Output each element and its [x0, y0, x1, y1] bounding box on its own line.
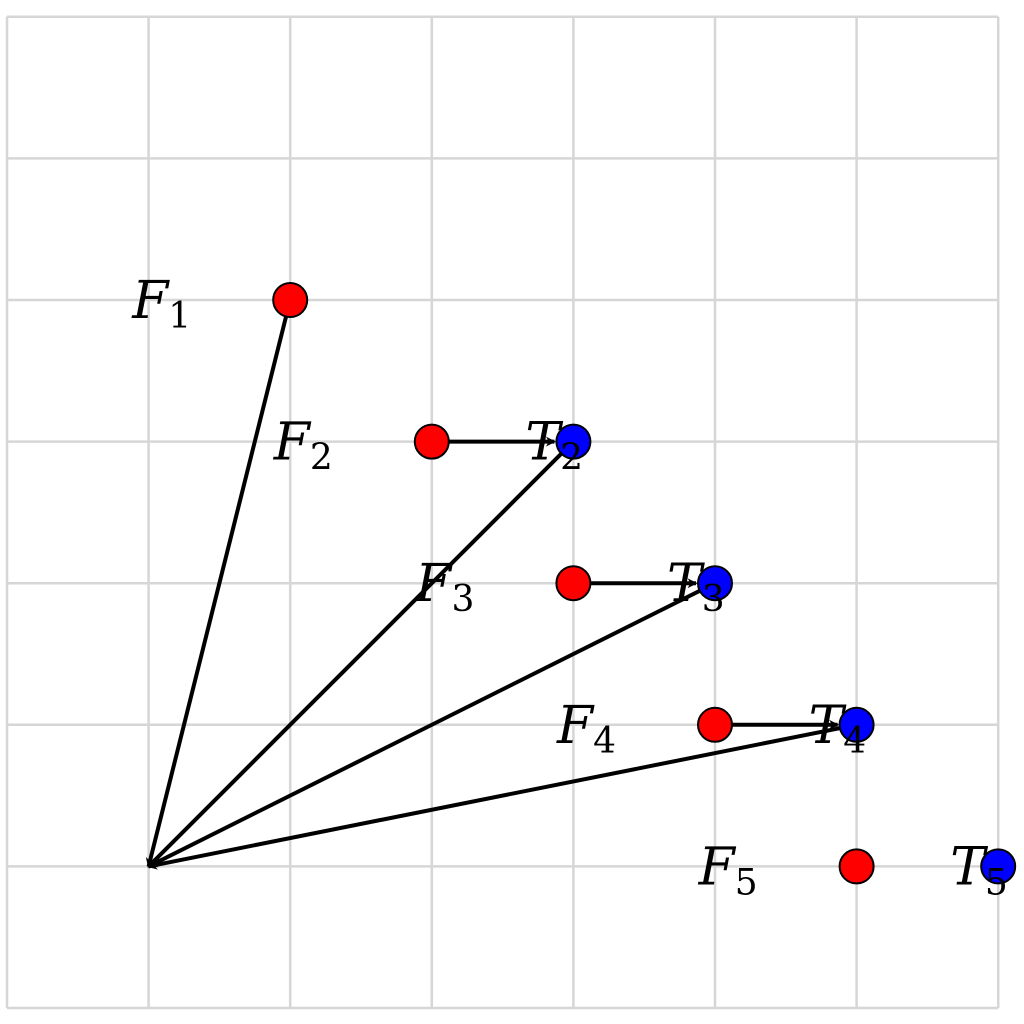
node-f3	[555, 565, 592, 602]
node-f2	[413, 423, 450, 460]
label-t2: T2	[525, 413, 583, 479]
label-f3: F3	[414, 554, 474, 620]
label-f5: F5	[698, 837, 758, 903]
label-f2: F2	[273, 413, 333, 479]
nodes	[272, 282, 1017, 885]
label-f4: F4	[556, 696, 616, 762]
node-f1	[272, 282, 309, 318]
label-subscript: 2	[560, 438, 583, 479]
label-letter: F	[131, 271, 170, 331]
node-t4	[838, 706, 875, 743]
label-subscript: 4	[593, 721, 616, 762]
label-subscript: 4	[843, 721, 866, 762]
label-letter: T	[809, 696, 847, 756]
arrow-t3-to-origin	[147, 581, 716, 869]
node-t5	[980, 848, 1017, 885]
label-letter: F	[698, 837, 737, 897]
arrows	[145, 299, 857, 870]
label-subscript: 3	[702, 579, 725, 620]
label-t5: T5	[950, 837, 1008, 903]
node-f4	[697, 706, 733, 743]
label-letter: F	[556, 696, 595, 756]
label-letter: T	[667, 554, 705, 614]
label-subscript: 5	[985, 862, 1008, 903]
label-letter: T	[950, 837, 988, 897]
label-letter: T	[525, 413, 563, 473]
node-t2	[555, 423, 592, 460]
arrow-t4-to-origin	[147, 722, 857, 870]
label-subscript: 2	[310, 438, 333, 479]
label-subscript: 3	[451, 579, 474, 620]
label-f1: F1	[131, 271, 191, 337]
label-t4: T4	[809, 696, 867, 762]
label-letter: F	[414, 554, 453, 614]
node-t3	[697, 565, 733, 602]
label-t3: T3	[667, 554, 725, 620]
arrow-f1-to-origin	[145, 299, 293, 868]
node-f5	[838, 848, 875, 885]
arrow-t2-to-origin	[147, 440, 575, 868]
label-subscript: 5	[735, 862, 758, 903]
label-letter: F	[273, 413, 312, 473]
label-subscript: 1	[168, 296, 191, 337]
